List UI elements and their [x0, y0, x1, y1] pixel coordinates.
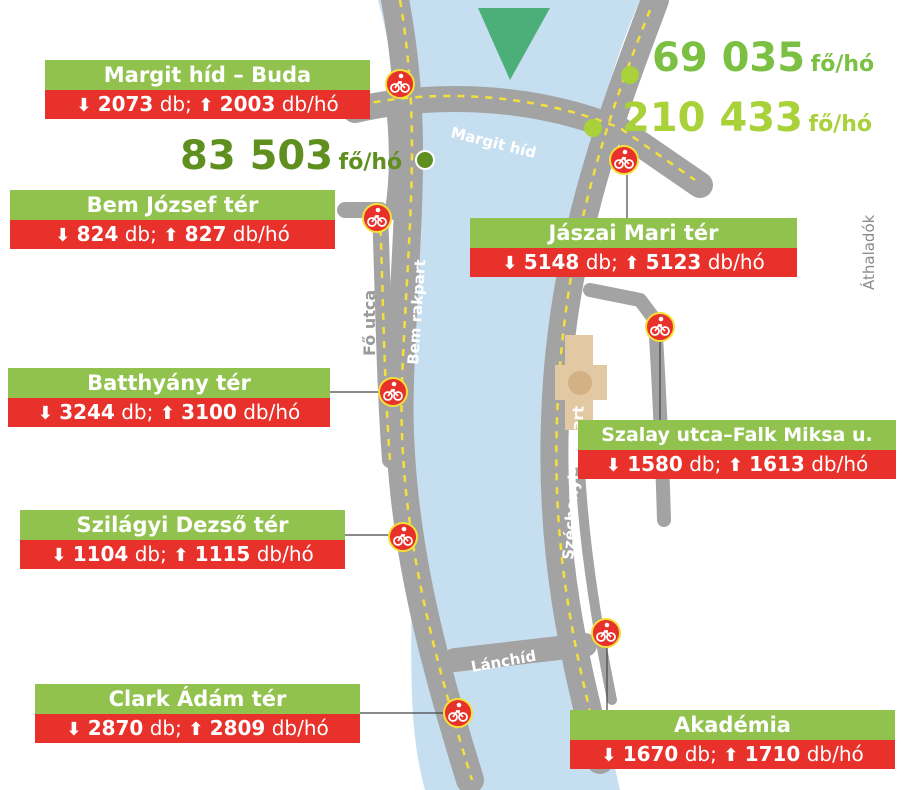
bike-counter-icon-szalay — [645, 312, 675, 342]
unit: db; — [121, 400, 154, 424]
up-count: 1613 — [749, 452, 805, 476]
down-count: 3244 — [59, 400, 115, 424]
up-count: 1710 — [744, 742, 801, 766]
unit: db/hó — [811, 452, 869, 476]
unit: db; — [134, 542, 167, 566]
station-stats: ⬇ 1104 db; ⬆ 1115 db/hó — [20, 540, 345, 569]
unit: db; — [585, 250, 618, 274]
count-point-c2 — [584, 119, 602, 137]
count-unit: fő/hó — [808, 112, 873, 137]
count-unit: fő/hó — [338, 150, 403, 175]
up-count: 2809 — [209, 716, 266, 740]
bike-counter-icon-bem — [362, 203, 392, 233]
margaret-island — [478, 8, 550, 80]
unit: db; — [684, 742, 717, 766]
up-count: 5123 — [645, 250, 702, 274]
side-label-athaladok: Áthaladók — [860, 214, 878, 290]
dashline-margit — [359, 94, 696, 182]
unit: db/hó — [256, 542, 314, 566]
count-value: 83 503 — [180, 133, 334, 179]
station-stats: ⬇ 2073 db; ⬆ 2003 db/hó — [45, 90, 370, 119]
down-count: 5148 — [523, 250, 580, 274]
bike-counter-icon-jaszai — [609, 145, 639, 175]
dashline-szechenyi — [555, 9, 652, 761]
station-name: Szilágyi Dezső tér — [20, 510, 345, 540]
station-stats: ⬇ 1670 db; ⬆ 1710 db/hó — [570, 740, 895, 769]
count-unit: fő/hó — [810, 52, 875, 77]
unit: db; — [689, 452, 722, 476]
down-count: 1670 — [622, 742, 679, 766]
bike-counter-icon-batthyany — [378, 377, 408, 407]
down-count: 1104 — [72, 542, 129, 566]
unit: db/hó — [707, 250, 765, 274]
station-batthyany: Batthyány tér ⬇ 3244 db; ⬆ 3100 db/hó — [8, 368, 330, 427]
label-fo-utca: Fő utca — [360, 290, 379, 356]
road-szechenyi-rakpart — [540, 0, 669, 774]
bike-counter-icon-akademia — [591, 618, 621, 648]
station-name: Clark Ádám tér — [35, 684, 360, 714]
station-szilagyi: Szilágyi Dezső tér ⬇ 1104 db; ⬆ 1115 db/… — [20, 510, 345, 569]
building-icon — [555, 335, 607, 430]
unit: db/hó — [806, 742, 864, 766]
down-count: 1580 — [627, 452, 683, 476]
unit: db; — [149, 716, 182, 740]
unit: db/hó — [271, 716, 329, 740]
dashline-fo — [378, 214, 392, 461]
bike-counter-icon-szilagyi — [388, 522, 418, 552]
station-stats: ⬇ 824 db; ⬆ 827 db/hó — [10, 220, 335, 249]
station-name: Jászai Mari tér — [470, 218, 797, 248]
unit: db; — [124, 222, 157, 246]
road-bem-to-margit — [385, 85, 409, 220]
station-name: Szalay utca–Falk Miksa u. — [578, 420, 896, 450]
station-stats: ⬇ 3244 db; ⬆ 3100 db/hó — [8, 398, 330, 427]
down-count: 2870 — [87, 716, 144, 740]
unit: db; — [159, 92, 192, 116]
station-clark: Clark Ádám tér ⬇ 2870 db; ⬆ 2809 db/hó — [35, 684, 360, 743]
count-point-c3 — [415, 150, 435, 170]
unit: db/hó — [232, 222, 290, 246]
count-label-c1: 69 035 fő/hó — [652, 35, 874, 81]
station-name: Batthyány tér — [8, 368, 330, 398]
unit: db/hó — [281, 92, 339, 116]
bike-counter-icon-margit — [385, 69, 415, 99]
count-label-c2: 210 433 fő/hó — [622, 95, 872, 141]
road-lanchid — [443, 633, 597, 672]
up-count: 827 — [184, 222, 227, 246]
station-stats: ⬇ 1580 db; ⬆ 1613 db/hó — [578, 450, 896, 479]
unit: db/hó — [243, 400, 301, 424]
count-value: 210 433 — [622, 95, 803, 141]
count-label-c3: 83 503 fő/hó — [180, 133, 402, 179]
station-szalay: Szalay utca–Falk Miksa u. ⬇ 1580 db; ⬆ 1… — [578, 420, 896, 479]
station-jaszai: Jászai Mari tér ⬇ 5148 db; ⬆ 5123 db/hó — [470, 218, 797, 277]
station-stats: ⬇ 5148 db; ⬆ 5123 db/hó — [470, 248, 797, 277]
station-stats: ⬇ 2870 db; ⬆ 2809 db/hó — [35, 714, 360, 743]
station-name: Akadémia — [570, 710, 895, 740]
station-name: Bem József tér — [10, 190, 335, 220]
down-count: 824 — [76, 222, 119, 246]
up-count: 2003 — [219, 92, 276, 116]
bike-counter-icon-clark — [443, 698, 473, 728]
station-bem: Bem József tér ⬇ 824 db; ⬆ 827 db/hó — [10, 190, 335, 249]
count-point-c1 — [621, 66, 639, 84]
down-count: 2073 — [97, 92, 154, 116]
station-akademia: Akadémia ⬇ 1670 db; ⬆ 1710 db/hó — [570, 710, 895, 769]
count-value: 69 035 — [652, 35, 806, 81]
up-count: 1115 — [194, 542, 251, 566]
up-count: 3100 — [181, 400, 237, 424]
station-margit: Margit híd – Buda ⬇ 2073 db; ⬆ 2003 db/h… — [45, 60, 370, 119]
station-name: Margit híd – Buda — [45, 60, 370, 90]
